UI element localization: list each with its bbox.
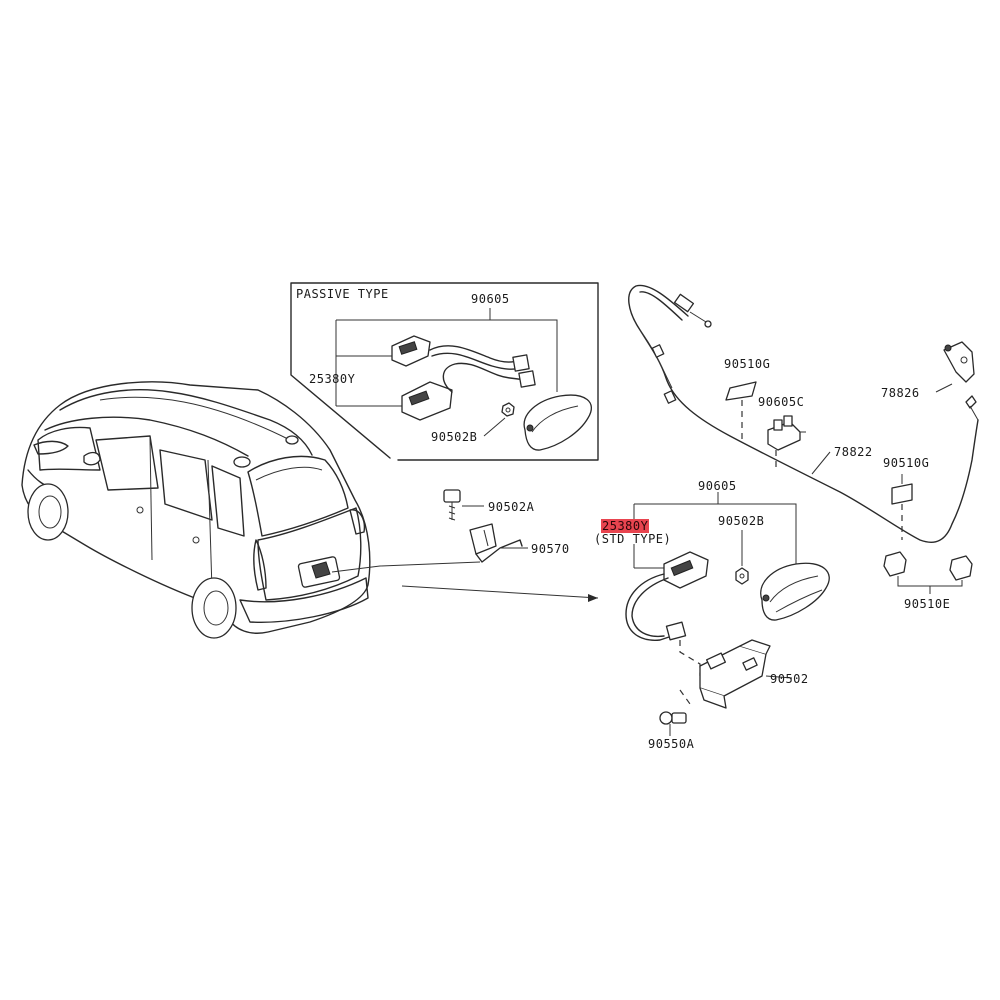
car-front-wheel (27, 483, 69, 541)
passive-harness (429, 345, 536, 393)
switch-module-90502 (699, 639, 793, 709)
passive-lamp-upper (391, 335, 431, 367)
bracket-90570 (469, 523, 528, 563)
clip-90510g-upper (725, 381, 757, 444)
clips-90510e (883, 551, 973, 594)
passive-nut (483, 402, 515, 437)
label-passive-90605: 90605 (471, 292, 510, 306)
label-90570: 90570 (531, 542, 570, 556)
label-std-90502b: 90502B (718, 514, 765, 528)
std-nut (735, 530, 749, 585)
label-90550a: 90550A (648, 737, 695, 751)
passive-type-title: PASSIVE TYPE (296, 287, 389, 301)
bracket-90605c (767, 415, 806, 470)
label-78826: 78826 (881, 386, 920, 400)
car-drawing (21, 381, 599, 639)
cable-group (628, 284, 979, 594)
std-type-group (625, 492, 830, 736)
std-handle-cover (760, 562, 830, 621)
label-std-25380y-highlighted: 25380Y (601, 519, 650, 533)
label-90510g-lower: 90510G (883, 456, 930, 470)
label-passive-90502b: 90502B (431, 430, 478, 444)
label-std-type: (STD TYPE) (594, 532, 672, 546)
label-std-90605: 90605 (698, 479, 737, 493)
label-78822: 78822 (834, 445, 873, 459)
passive-handle-cover (523, 394, 593, 451)
label-90502a: 90502A (488, 500, 535, 514)
std-lamp (663, 551, 709, 589)
label-90510g-upper: 90510G (724, 357, 771, 371)
label-90502: 90502 (770, 672, 809, 686)
clip-90510g-lower (891, 474, 913, 540)
screw-90502a (443, 489, 484, 521)
label-90510e: 90510E (904, 597, 951, 611)
passive-type-box (290, 282, 599, 461)
lever-78826 (935, 341, 975, 393)
label-passive-25380y: 25380Y (309, 372, 356, 386)
car-rear-wheel (191, 577, 237, 639)
label-90605c: 90605C (758, 395, 805, 409)
screw-90550a (659, 711, 687, 736)
passive-lamp-lower (401, 381, 453, 421)
